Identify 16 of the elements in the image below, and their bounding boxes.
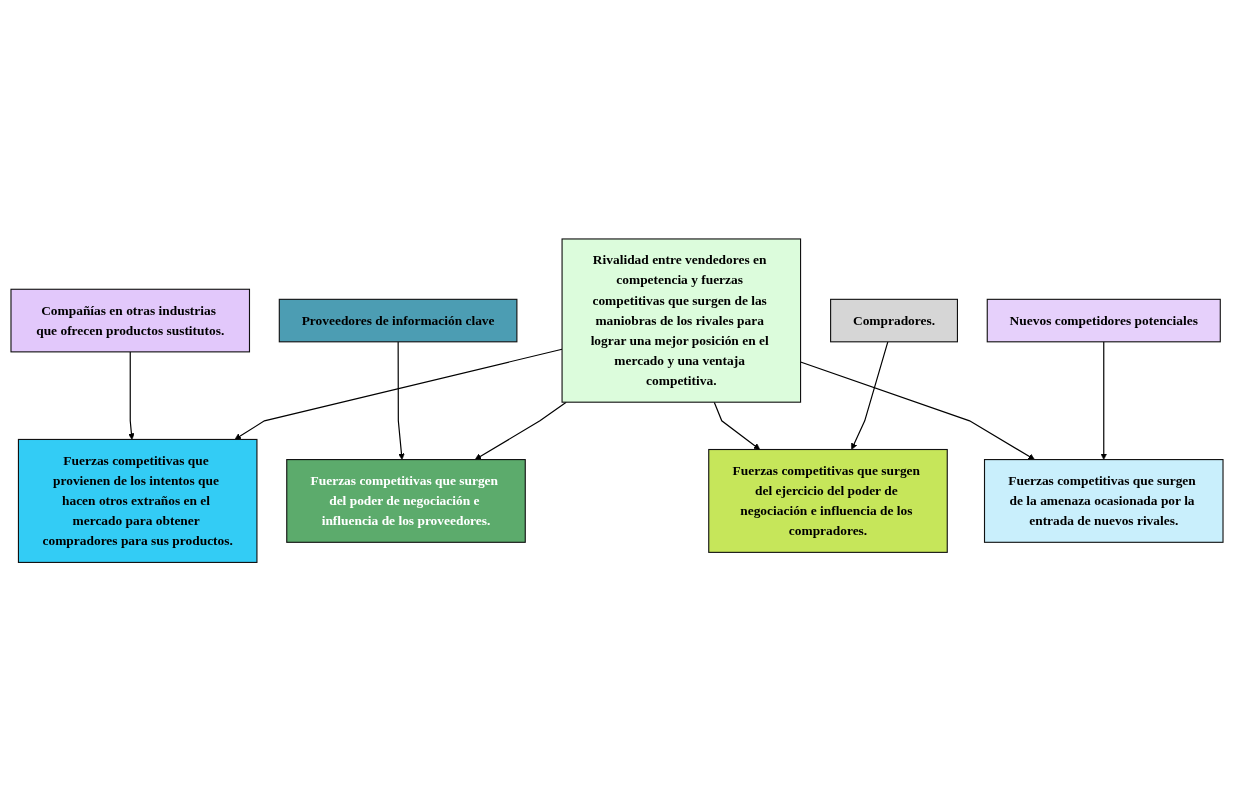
node-box: Compradores. bbox=[830, 299, 958, 343]
node-box: Rivalidad entre vendedores en competencia y fuerzas competitivas que surgen de las maniobras de los rivales para lograr una mejor posición en el mercado y una ventaja competitiva. bbox=[561, 238, 802, 404]
arrow bbox=[397, 341, 405, 461]
arrow bbox=[128, 351, 135, 441]
arrow bbox=[234, 348, 563, 441]
node-box: Fuerzas competitivas que surgen del ejercicio del poder de negociación e influencia de los compradores. bbox=[708, 449, 948, 554]
node-box: Nuevos competidores potenciales bbox=[986, 299, 1221, 343]
arrow bbox=[851, 341, 889, 451]
node-box: Compañías en otras industrias que ofrecen productos sustitutos. bbox=[10, 289, 251, 353]
node-box: Proveedores de información clave bbox=[278, 299, 518, 343]
node-box: Fuerzas competitivas que surgen de la amenaza ocasionada por la entrada de nuevos rivales. bbox=[983, 459, 1224, 544]
arrow bbox=[474, 401, 567, 461]
node-box: Fuerzas competitivas que surgen del poder de negociación e influencia de los proveedores. bbox=[286, 459, 526, 544]
arrow bbox=[713, 401, 761, 451]
arrow bbox=[1100, 341, 1108, 461]
node-box: Fuerzas competitivas que provienen de los intentos que hacen otros extraños en el mercado para obtener compradores para sus productos. bbox=[17, 439, 258, 564]
